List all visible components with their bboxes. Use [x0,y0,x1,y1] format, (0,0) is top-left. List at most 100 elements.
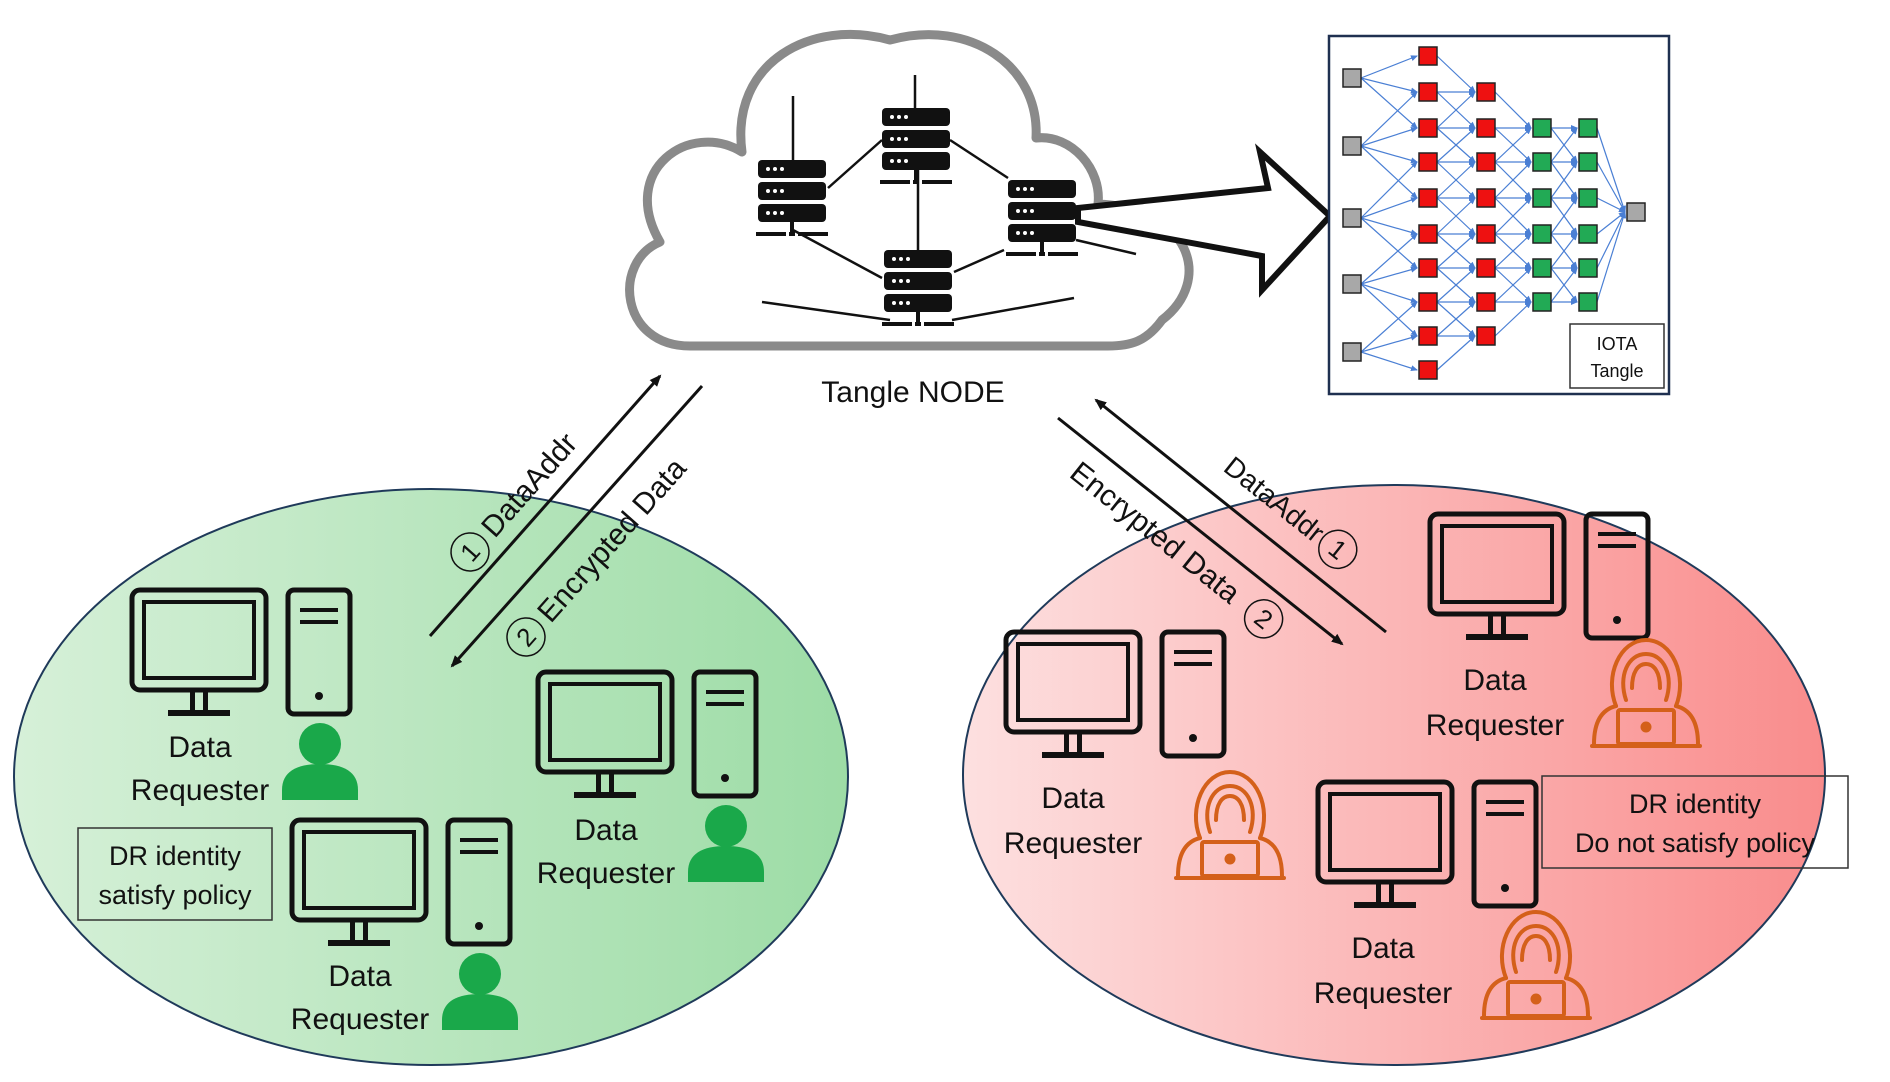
tangle-node-red [1418,46,1438,66]
tangle-edge [1596,211,1626,269]
tangle-node-green [1532,224,1552,244]
tangle-edge [1550,161,1578,199]
tangle-node-red [1418,258,1438,278]
tangle-node-green [1578,152,1598,172]
tangle-node-red [1418,118,1438,138]
tangle-node-green [1532,188,1552,208]
tangle-node-green [1578,258,1598,278]
tangle-edge [1360,217,1418,236]
tangle-edge [1360,233,1418,285]
tangle-edge [1436,197,1476,235]
requester-label-line2: Requester [291,1003,429,1036]
tangle-edge [1494,161,1532,199]
green-requester-2: Data Requester [537,672,764,890]
tangle-edge [1494,233,1532,269]
step-circle [450,532,490,572]
tangle-node-grey [1342,208,1362,228]
tangle-edge [1550,233,1578,269]
tangle-edge [1360,283,1418,337]
tangle-edge [1360,301,1418,353]
tangle-edge [1360,197,1418,219]
tangle-node-green [1532,292,1552,312]
tangle-edge [1550,267,1578,303]
tangle-edge [1360,334,1418,353]
step-circle [506,617,546,657]
requester-label-line2: Requester [1004,827,1142,860]
red-requester-2: Data Requester [1004,632,1286,880]
tangle-edge [1436,233,1476,269]
policy-line2: satisfy policy [98,880,252,910]
tangle-node-red [1476,258,1496,278]
step-circle [1318,529,1358,570]
green-requester-3: Data Requester [291,820,518,1036]
requester-label-line2: Requester [131,774,269,807]
tangle-label-line2: Tangle [1590,361,1643,381]
tangle-node-grey [1342,68,1362,88]
requester-label-line1: Data [328,960,392,993]
red-requester-3: Data Requester [1314,782,1592,1020]
tangle-node-red [1476,224,1496,244]
policy-line1: DR identity [109,841,242,871]
cloud-label: Tangle NODE [821,376,1004,409]
tangle-edge [1360,351,1418,372]
tangle-node-red [1476,326,1496,346]
tangle-node-green [1532,118,1552,138]
green-requester-1: Data Requester [131,590,358,807]
tangle-edge [1436,335,1476,371]
cloud-shape [625,29,1194,351]
tangle-node-red [1418,152,1438,172]
requester-label-line2: Requester [1426,709,1564,742]
tangle-edge [1360,161,1418,219]
tangle-edge [1596,161,1626,213]
tangle-node-red [1476,82,1496,102]
tangle-edge [1360,266,1418,285]
tangle-node-grey [1342,342,1362,362]
tangle-edge [1596,211,1627,303]
tangle-node-green [1578,224,1598,244]
tangle-node-green [1578,118,1598,138]
tangle-edge [1360,77,1418,94]
tangle-edge [1436,55,1476,93]
tangle-edge [1436,91,1476,129]
tangle-edge [1494,127,1532,163]
tangle-edges [1360,55,1627,372]
tangle-nodes [1342,46,1646,380]
tangle-label-line1: IOTA [1597,334,1638,354]
left-request-arrow [428,374,662,637]
requester-label-line1: Data [1463,664,1527,697]
tangle-node-green [1532,152,1552,172]
tangle-node-red [1418,326,1438,346]
tangle-edge [1436,161,1476,199]
iota-tangle-panel: IOTA Tangle [1327,34,1671,396]
policy-line2: Do not satisfy policy [1575,828,1816,858]
tangle-edge [1494,197,1532,235]
left-response-arrow [450,385,704,668]
step-circle [1243,599,1284,639]
requester-label-line1: Data [574,814,638,847]
requester-label-line1: Data [1041,782,1105,815]
tangle-node-green [1532,258,1552,278]
tangle-node-green [1578,188,1598,208]
tangle-node-red [1476,118,1496,138]
tangle-node-red [1476,152,1496,172]
tangle-edge [1436,127,1476,163]
tangle-edge [1494,267,1532,303]
tangle-node-red [1476,292,1496,312]
tangle-edge [1360,145,1418,199]
authorized-zone [13,488,849,1066]
tangle-edge [1436,267,1476,303]
tangle-node-grey [1342,274,1362,294]
requester-label-line1: Data [168,731,232,764]
tangle-node-red [1418,188,1438,208]
tangle-edge [1360,217,1418,269]
tangle-edge [1550,127,1578,163]
tangle-node-red [1418,82,1438,102]
right-request-arrow [1094,398,1387,634]
policy-box-satisfied: DR identity satisfy policy [77,827,273,921]
tangle-edge [1360,126,1418,147]
policy-box-not-satisfied: DR identity Do not satisfy policy [1541,775,1849,869]
tangle-edge [1436,301,1476,337]
tangle-edge [1360,145,1418,164]
tangle-node-red [1476,188,1496,208]
